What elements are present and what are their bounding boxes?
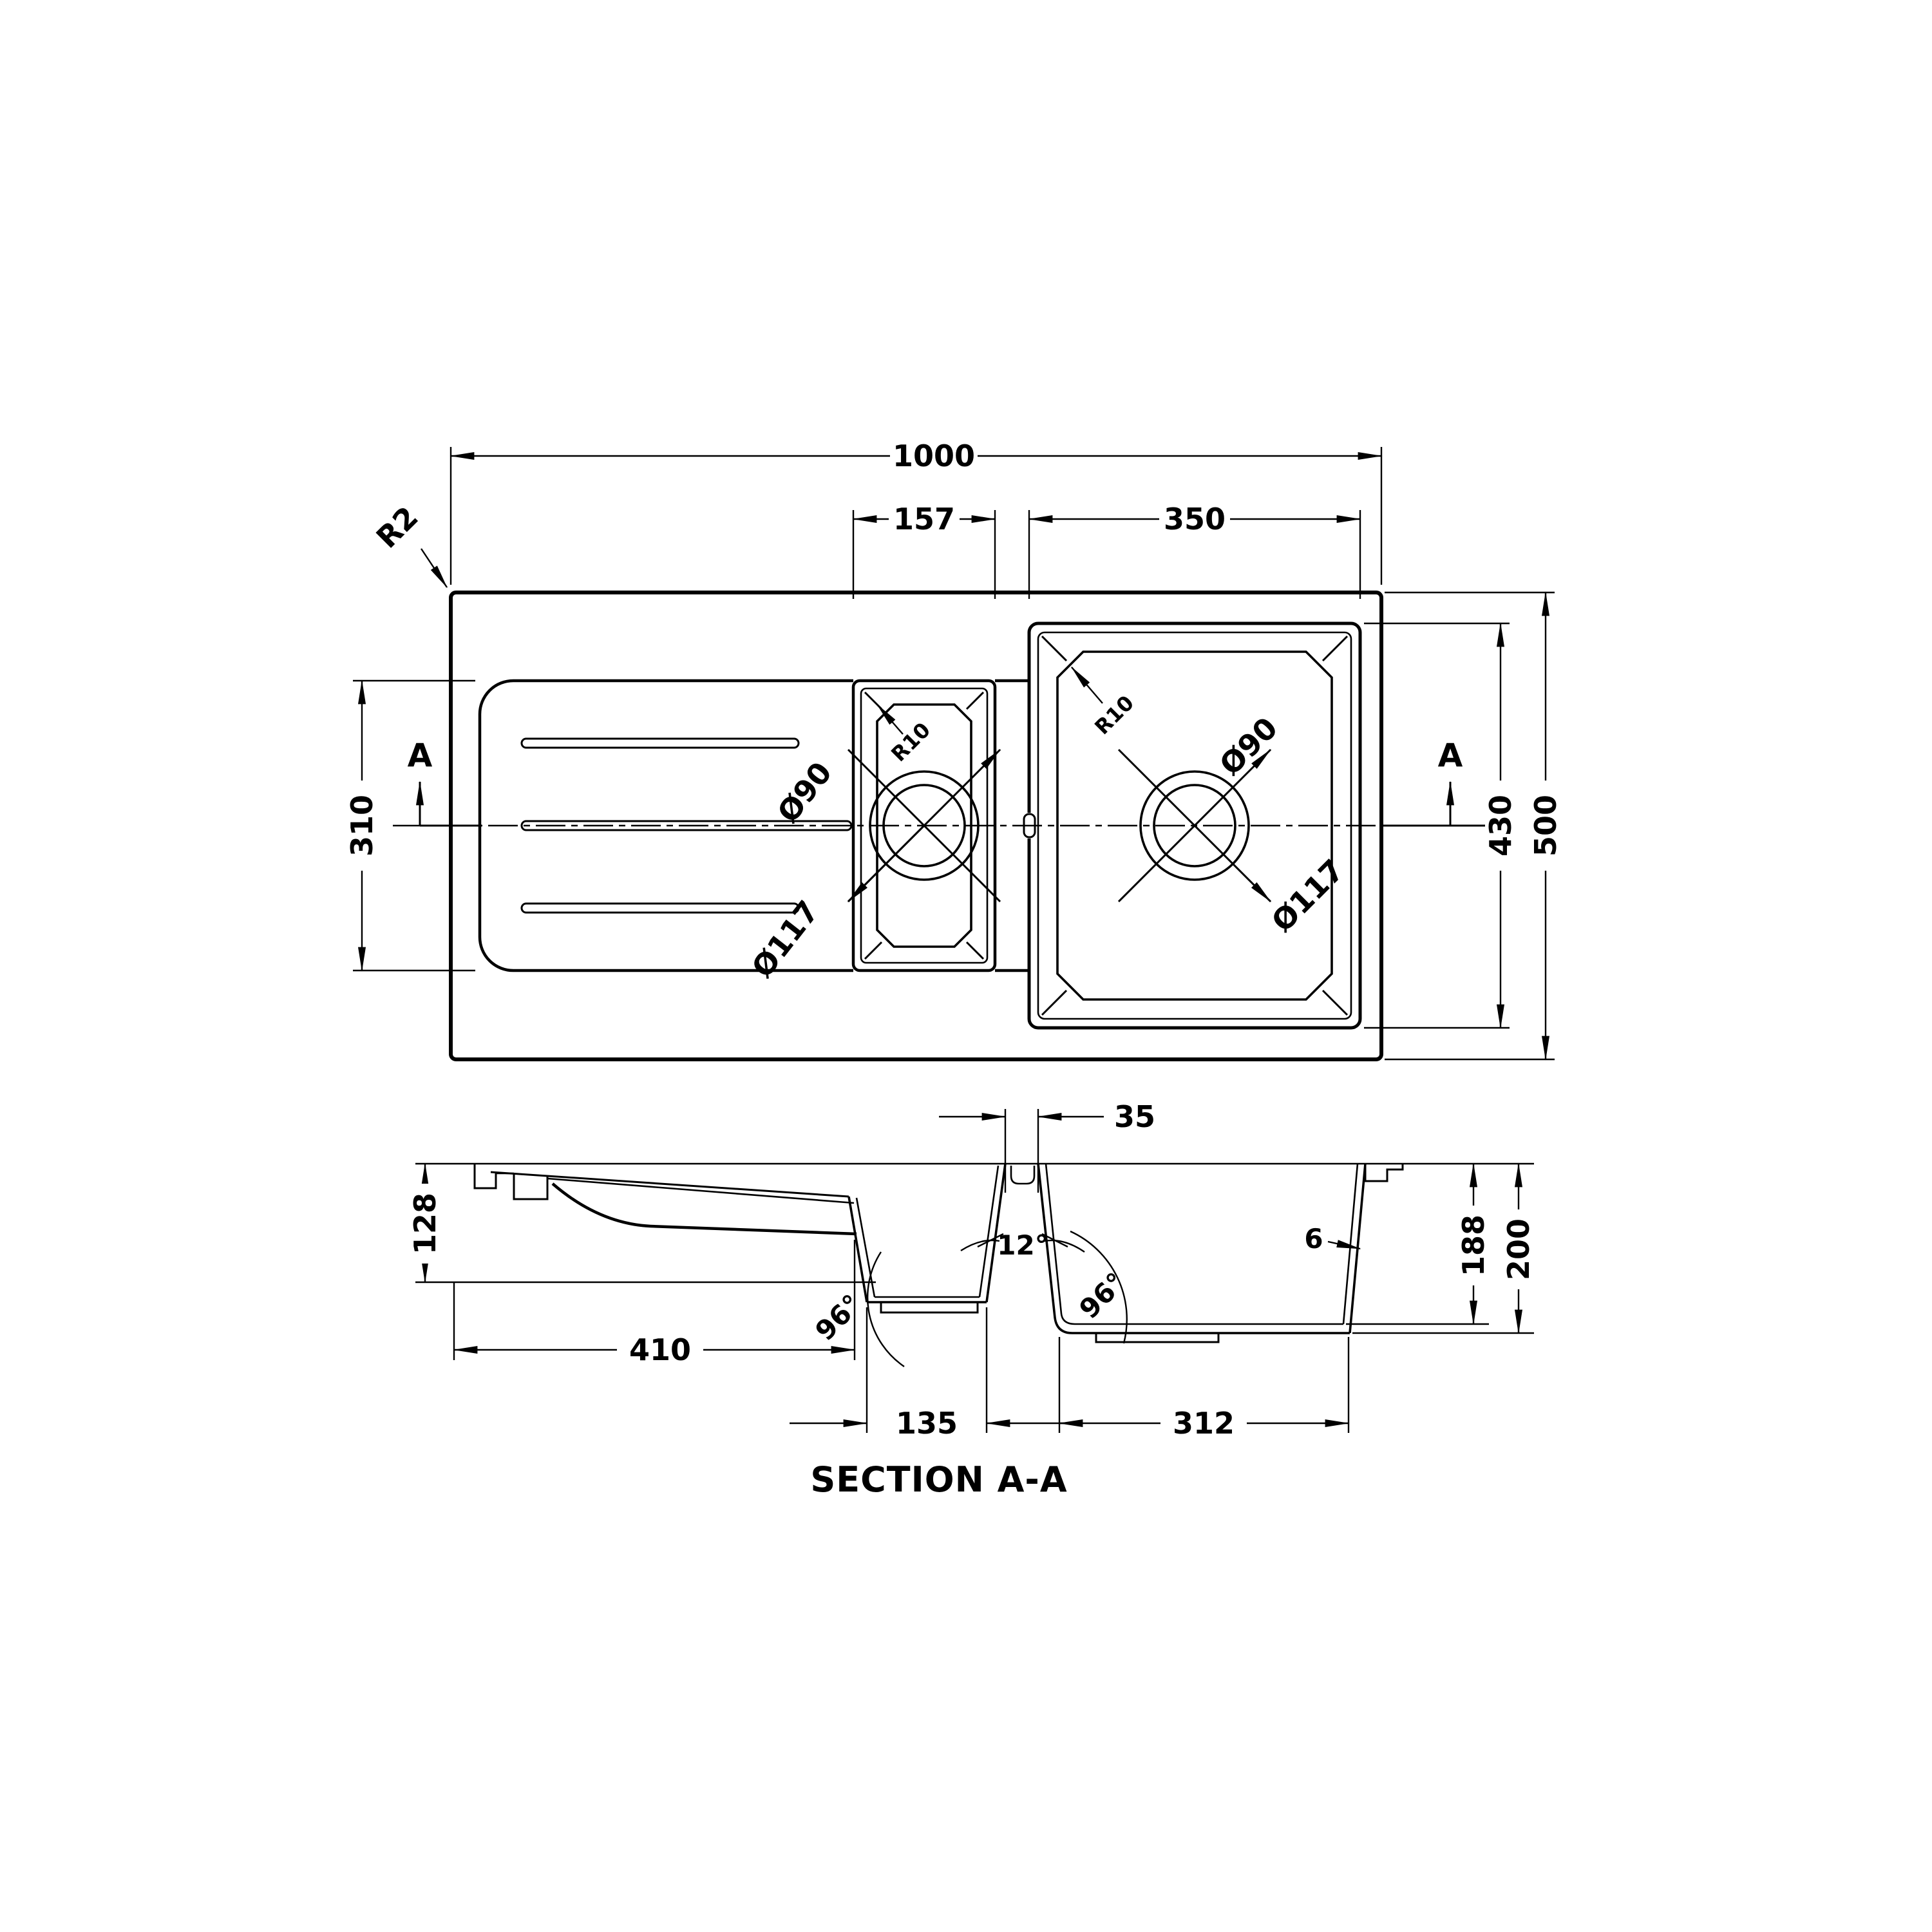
divider-angle-tick-left [977,1233,1004,1248]
section-title: SECTION A-A [810,1459,1067,1500]
divider-neck-groove [1010,1166,1036,1185]
small-bowl: Ø90 Ø117 R10 [745,679,1001,984]
right-wall-inner [1342,1163,1359,1325]
dim-small-bowl-width: 157 [852,502,996,599]
small-bowl-rim-outer [851,679,997,972]
main-bowl-base-outline [1056,650,1333,1001]
dim-main-bowl-width: 350 [1028,502,1361,599]
dim-main-bowl-bottom-width: 312 [1058,1337,1350,1441]
dim-drainer-depth: 128 [408,1162,876,1283]
label-bg [889,504,960,535]
right-wall-outer [985,1163,1007,1303]
section-marker-right: A [1438,737,1463,774]
dim-label: 135 [896,1406,958,1441]
corner-radius-leader [421,548,448,589]
label-bg [346,781,377,871]
wall-thickness-label: 6 [1304,1223,1323,1255]
label-bg [617,1334,703,1365]
small-bowl-radius-leader [876,703,904,735]
dim-label: 35 [1114,1099,1155,1134]
dim-overall-depth: 500 [1385,591,1563,1061]
label-bg [410,1184,440,1264]
bowl-foot [880,1302,979,1314]
label-bg [890,440,978,471]
small-bowl-drain-dia-label: Ø90 [770,755,838,829]
small-bowl-angle-label: 96° [809,1288,867,1347]
main-bowl-angle-arc [1070,1230,1128,1344]
section-view: 96° 12° 96° 6 35 128 [408,1099,1536,1500]
label-bg [1458,1206,1489,1285]
divider-angle-tick-right [1041,1233,1068,1248]
dim-label: 430 [1483,795,1518,857]
dim-label: 1000 [893,439,975,473]
dim-label: 350 [1164,502,1226,536]
dim-label: 128 [408,1193,442,1255]
wall-thickness-leader [1327,1240,1361,1250]
drainer-surface-inner [547,1177,855,1204]
drainer-surface-top [490,1171,849,1198]
small-bowl-corner-tick-br [965,941,985,960]
main-bowl-corner-tick-tl [1041,635,1068,662]
plan-view: Ø90 Ø117 R10 Ø90 Ø117 R10 [345,439,1563,1061]
main-bowl-angle-label: 96° [1073,1266,1132,1325]
left-wall-and-bottom-inner [1045,1163,1343,1325]
dim-drainer-recess-depth: 310 [345,679,475,972]
drainer-groove-1 [520,737,800,749]
main-bowl-section [1037,1163,1404,1343]
main-bowl-corner-tick-br [1321,989,1349,1016]
dim-label: 310 [345,795,379,857]
section-marker-left: A [408,737,433,774]
dim-overall-height: 200 [1352,1162,1536,1334]
dim-label: 312 [1173,1406,1235,1441]
drainer-channel [551,1182,857,1236]
left-wall-and-bottom-outer [1037,1163,1350,1334]
corner-radius-label: R2 [370,500,425,555]
main-bowl-recess-dia-label: Ø117 [1265,853,1351,939]
dim-label: 500 [1528,795,1563,857]
main-bowl-corner-tick-bl [1041,989,1068,1016]
small-bowl-corner-tick-bl [864,941,883,960]
divider-angle-arc-left [960,1239,1000,1252]
dim-small-bowl-bottom-width: 135 [790,1307,1064,1441]
small-bowl-angle-arc [866,1251,905,1367]
small-bowl-base-outline [876,703,972,948]
divider-angle-label: 12° [997,1229,1048,1261]
left-clip-2 [513,1173,549,1200]
dim-main-bowl-depth: 188 [1346,1162,1491,1325]
label-bg [1160,1408,1247,1439]
left-clip-1 [473,1164,497,1189]
dim-label: 157 [893,502,955,536]
main-bowl-drain-recess-circle [1139,770,1250,881]
small-bowl-radius-label: R10 [886,717,935,766]
right-wall-inner [978,1165,999,1298]
dim-label: 410 [629,1332,691,1367]
label-bg [1530,781,1561,871]
left-wall-outer [848,1196,868,1303]
right-clip [1364,1164,1404,1182]
dim-label: 188 [1456,1215,1491,1276]
bowl-foot [1095,1333,1220,1343]
main-bowl-corner-tick-tr [1321,635,1349,662]
dim-divider-top-width: 35 [939,1099,1155,1193]
left-wall-inner [855,1197,876,1298]
dim-overall-width: 1000 [450,439,1383,585]
small-bowl-drain-leader-sw [847,824,925,903]
main-bowl-radius-leader [1070,666,1103,704]
label-bg [1503,1209,1534,1289]
main-bowl-drain-circle [1153,784,1236,867]
drainer-groove-3 [520,902,800,914]
divider-angle-arc-right [1044,1239,1085,1253]
small-bowl-section [848,1163,1007,1314]
dim-main-bowl-length: 430 [1364,622,1518,1029]
label-bg [1159,504,1230,535]
small-bowl-corner-tick-tr [965,691,985,710]
dim-label: 200 [1501,1218,1536,1280]
dim-drainer-length: 410 [453,1240,856,1367]
label-bg [1485,781,1516,871]
